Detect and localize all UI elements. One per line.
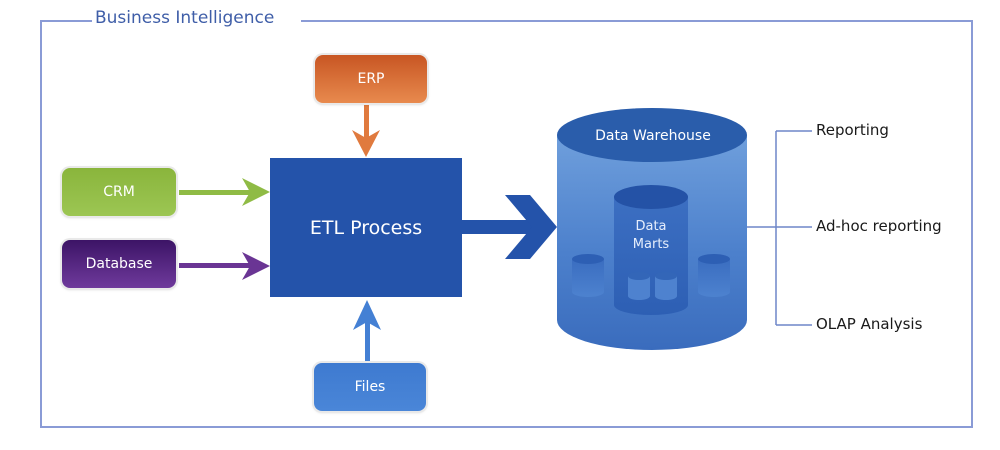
- business-intelligence-frame: [40, 21, 973, 428]
- etl-to-warehouse-arrow: [462, 195, 557, 259]
- erp-arrow: [352, 104, 380, 157]
- database-source-box: Database: [62, 240, 176, 288]
- erp-source-box: ERP: [315, 55, 427, 103]
- etl-process-box: ETL Process: [270, 158, 462, 297]
- database-label: Database: [85, 256, 153, 272]
- output-ad-hoc-reporting: Ad-hoc reporting: [816, 217, 942, 235]
- output-reporting: Reporting: [816, 121, 889, 139]
- data-warehouse-label: Data Warehouse: [595, 128, 711, 144]
- frame-top-border-left: [40, 20, 92, 22]
- frame-top-border-right: [301, 20, 973, 22]
- files-arrow: [353, 300, 381, 362]
- database-arrow: [179, 252, 270, 280]
- crm-source-box: CRM: [62, 168, 176, 216]
- files-source-box: Files: [314, 363, 426, 411]
- crm-arrow: [179, 178, 270, 206]
- small-cylinder-inner-left: [628, 272, 650, 300]
- output-bracket: [747, 130, 812, 326]
- etl-process-label: ETL Process: [309, 216, 423, 239]
- small-cylinder-right: [698, 254, 730, 297]
- output-olap-analysis: OLAP Analysis: [816, 315, 923, 333]
- files-label: Files: [354, 379, 386, 395]
- small-cylinder-left: [572, 254, 604, 297]
- small-cylinder-inner-right: [655, 272, 677, 300]
- erp-label: ERP: [357, 71, 385, 87]
- crm-label: CRM: [103, 184, 135, 200]
- diagram-title: Business Intelligence: [95, 8, 275, 28]
